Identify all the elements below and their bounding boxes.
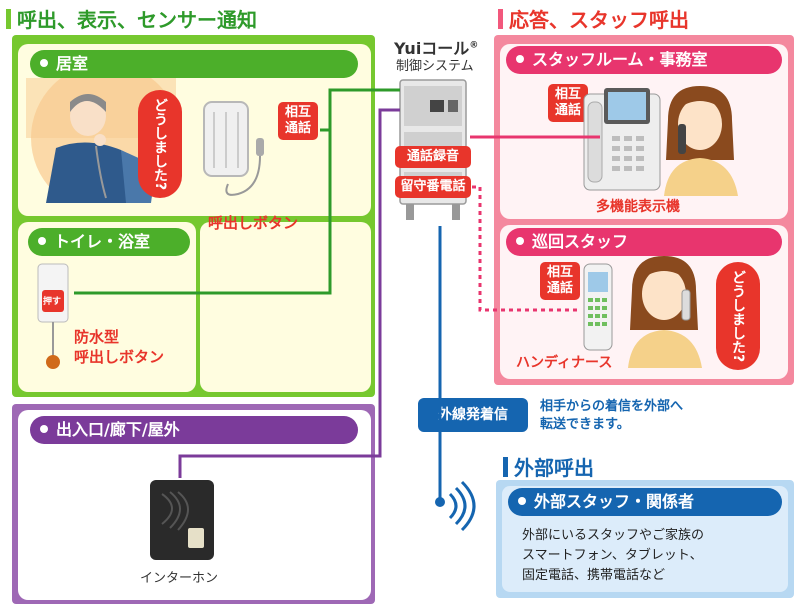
toilet-pill: トイレ・浴室: [28, 228, 190, 256]
multifunction-phone-label: 多機能表示機: [596, 196, 680, 216]
external-title-text: 外部呼出: [514, 452, 594, 481]
external-desc-line1: 外部にいるスタッフやご家族の: [522, 524, 704, 543]
dot-icon: [38, 237, 46, 245]
signal-wave-icon: [462, 482, 474, 530]
brand-mark: ®: [469, 41, 478, 51]
dot-icon: [518, 497, 526, 505]
waterproof-label-line2: 呼出しボタン: [74, 346, 164, 367]
external-staff-pill: 外部スタッフ・関係者: [508, 488, 782, 516]
toilet-label: トイレ・浴室: [54, 232, 150, 251]
left-title-text: 呼出、表示、センサー通知: [17, 4, 257, 33]
controller-subtitle: 制御システム: [396, 55, 474, 74]
dot-icon: [516, 55, 524, 63]
external-staff-label: 外部スタッフ・関係者: [534, 492, 694, 511]
signal-wave-icon: [456, 488, 465, 524]
patrol-speech-bubble: どうしました?: [716, 262, 760, 370]
answering-phone-badge: 留守番電話: [395, 176, 471, 198]
bedroom-speech-text: どうしました?: [150, 98, 170, 190]
call-button-label: 呼出しボタン: [208, 212, 298, 233]
dot-icon: [516, 237, 524, 245]
title-bar-icon: [503, 457, 508, 477]
speaker-device-icon: [198, 98, 270, 208]
signal-wave-icon: [450, 494, 456, 518]
outside-call-box: 外線発着信: [418, 398, 528, 432]
entrance-label: 出入口/廊下/屋外: [56, 420, 180, 439]
staff-room-pill: スタッフルーム・事務室: [506, 46, 782, 74]
dot-icon: [40, 425, 48, 433]
right-section-title: 応答、スタッフ呼出: [498, 4, 689, 33]
left-section-title: 呼出、表示、センサー通知: [6, 4, 257, 33]
bedroom-label: 居室: [56, 54, 88, 73]
waterproof-button-icon: [34, 262, 74, 372]
mutual-call-badge: 相互 通話: [278, 102, 318, 140]
title-bar-icon: [6, 9, 11, 29]
external-desc-line2: スマートフォン、タブレット、: [522, 544, 703, 563]
staff-woman-illustration: [654, 80, 744, 196]
staff-room-label: スタッフルーム・事務室: [532, 50, 708, 69]
dot-icon: [40, 59, 48, 67]
title-bar-icon: [498, 9, 503, 29]
entrance-pill: 出入口/廊下/屋外: [30, 416, 358, 444]
patrol-label: 巡回スタッフ: [532, 232, 628, 251]
signal-source-icon: [435, 497, 445, 507]
handy-nurse-phone-icon: [580, 262, 616, 352]
call-recording-badge: 通話録音: [395, 146, 471, 168]
lower-right-area: [200, 222, 371, 392]
outside-desc-line2: 転送できます。: [540, 416, 630, 434]
mutual-call-badge: 相互 通話: [540, 262, 580, 300]
intercom-icon: [148, 478, 218, 562]
bedroom-speech-bubble: どうしました?: [138, 90, 182, 198]
external-desc-line3: 固定電話、携帯電話など: [522, 564, 665, 583]
waterproof-label-line1: 防水型: [74, 326, 119, 347]
patrol-woman-illustration: [620, 250, 710, 368]
bedroom-pill: 居室: [30, 50, 358, 78]
outside-desc-line1: 相手からの着信を外部へ: [540, 398, 683, 416]
multifunction-phone-icon: [582, 84, 662, 194]
patrol-speech-text: どうしました?: [728, 270, 748, 362]
right-title-text: 応答、スタッフ呼出: [509, 4, 689, 33]
handy-nurse-label: ハンディナース: [516, 352, 612, 372]
external-section-title: 外部呼出: [503, 452, 594, 481]
intercom-label: インターホン: [140, 567, 218, 586]
push-label: 押す: [43, 294, 61, 307]
